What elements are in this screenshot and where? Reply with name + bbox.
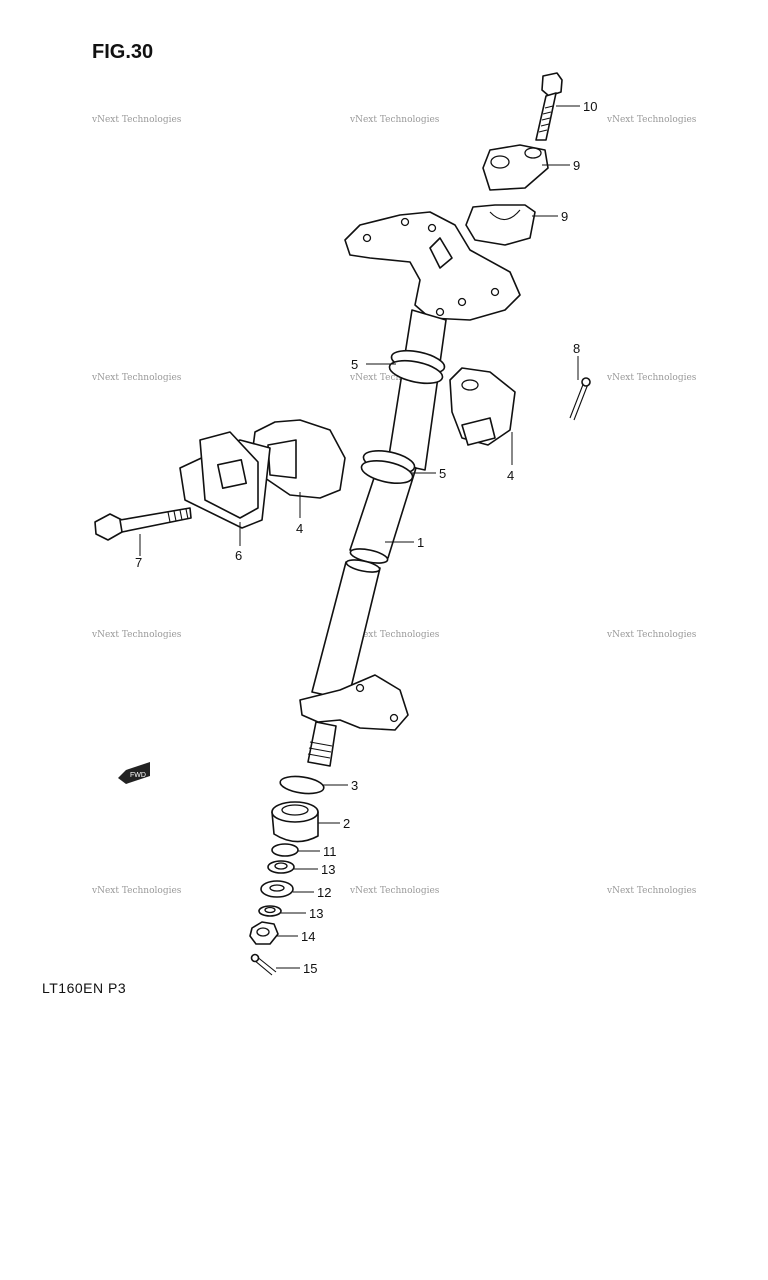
callout-13: 13 (321, 862, 335, 877)
fwd-arrow-icon: FWD (118, 762, 150, 784)
callout-11: 11 (323, 844, 337, 859)
part-4-holder-left (251, 419, 346, 499)
watermark: vNext Technologies (91, 373, 182, 383)
part-5-bushing-upper (388, 349, 446, 385)
callout-4: 4 (296, 521, 303, 536)
part-3-o-ring (279, 775, 325, 795)
part-13-washer-lower (258, 905, 282, 917)
watermark: vNext Technologies (606, 886, 697, 896)
part-8-cotter-pin (569, 377, 591, 421)
watermark: vNext Technologies (606, 630, 697, 640)
part-5-bushing-lower (360, 450, 416, 484)
callout-9: 9 (561, 209, 568, 224)
callout-5: 5 (439, 466, 446, 481)
callout-8: 8 (573, 341, 580, 356)
part-11-washer (271, 843, 299, 857)
watermark: vNext Technologies (606, 115, 697, 125)
fwd-label: FWD (130, 772, 146, 779)
callout-12: 12 (317, 885, 331, 900)
watermark: vNext Technologies (349, 886, 440, 896)
callout-4: 4 (507, 468, 514, 483)
callout-13: 13 (309, 906, 323, 921)
part-6-packing (179, 431, 271, 529)
watermark: vNext Technologies (91, 115, 182, 125)
watermark: vNext Technologies (349, 630, 440, 640)
part-13-washer-upper (267, 860, 295, 874)
part-1-steering-shaft (299, 211, 521, 767)
part-4-holder-right (449, 367, 516, 446)
callout-6: 6 (235, 548, 242, 563)
callout-3: 3 (351, 778, 358, 793)
part-9-lower-clamp (465, 204, 536, 246)
callout-5: 5 (351, 357, 358, 372)
leader-lines (139, 105, 580, 969)
callout-10: 10 (583, 99, 597, 114)
part-9-upper-clamp (482, 144, 549, 191)
part-10-bolt (535, 72, 563, 141)
watermark: vNext Technologies (349, 115, 440, 125)
part-15-cotter-pin (250, 953, 277, 976)
callout-14: 14 (301, 929, 315, 944)
callouts: 10 9 9 5 8 4 5 4 1 6 7 3 2 11 13 12 13 1… (135, 99, 597, 976)
model-code: LT160EN P3 (42, 980, 126, 996)
part-7-bolt (94, 507, 192, 541)
figure-title: FIG.30 (92, 41, 153, 63)
part-14-nut (249, 921, 279, 945)
callout-7: 7 (135, 555, 142, 570)
watermark: vNext Technologies (349, 373, 440, 383)
callout-2: 2 (343, 816, 350, 831)
callout-1: 1 (417, 535, 424, 550)
callout-15: 15 (303, 961, 317, 976)
part-2-bushing (271, 801, 319, 843)
watermarks: vNext Technologies vNext Technologies vN… (91, 115, 697, 896)
watermark: vNext Technologies (91, 630, 182, 640)
part-12-washer (260, 880, 294, 898)
watermark: vNext Technologies (606, 373, 697, 383)
callout-9: 9 (573, 158, 580, 173)
watermark: vNext Technologies (91, 886, 182, 896)
